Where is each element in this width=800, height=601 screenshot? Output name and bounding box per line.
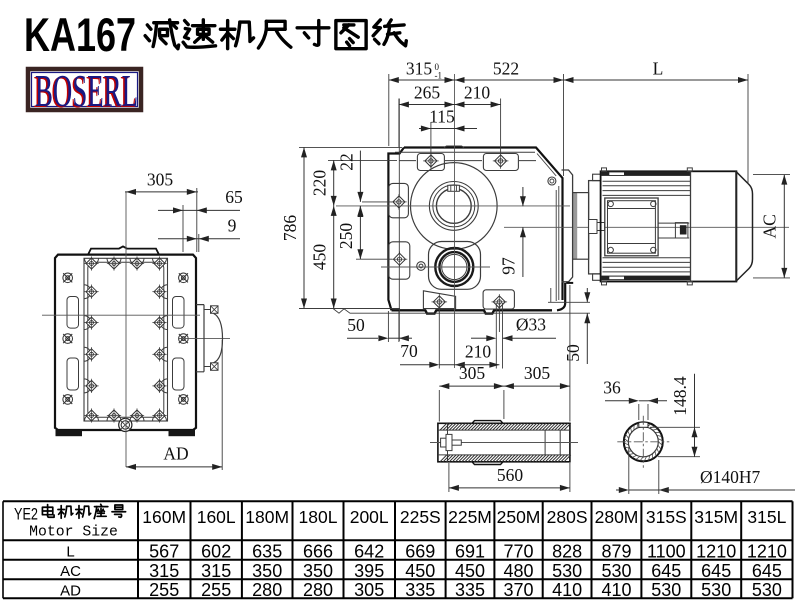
- svg-text:645: 645: [752, 561, 782, 581]
- svg-text:567: 567: [149, 541, 179, 561]
- svg-text:315: 315: [149, 561, 179, 581]
- svg-text:255: 255: [201, 580, 231, 600]
- svg-text:450: 450: [405, 561, 435, 581]
- svg-text:250M: 250M: [497, 507, 541, 527]
- svg-text:530: 530: [701, 580, 731, 600]
- svg-text:350: 350: [303, 561, 333, 581]
- svg-text:225S: 225S: [400, 507, 441, 527]
- svg-text:148.4: 148.4: [670, 376, 690, 416]
- svg-text:Ø33: Ø33: [516, 315, 546, 335]
- svg-text:BOSERL: BOSERL: [34, 66, 137, 117]
- svg-text:530: 530: [752, 580, 782, 600]
- svg-text:180M: 180M: [245, 507, 289, 527]
- svg-text:50: 50: [347, 315, 365, 335]
- svg-text:255: 255: [149, 580, 179, 600]
- svg-text:160M: 160M: [142, 507, 186, 527]
- svg-text:530: 530: [651, 580, 681, 600]
- svg-text:1210: 1210: [696, 541, 736, 561]
- svg-text:410: 410: [552, 580, 582, 600]
- svg-text:560: 560: [497, 465, 524, 485]
- svg-text:AC: AC: [60, 563, 81, 580]
- svg-text:AD: AD: [163, 444, 188, 464]
- svg-text:480: 480: [503, 561, 533, 581]
- svg-text:L: L: [653, 59, 664, 79]
- svg-text:200L: 200L: [350, 507, 389, 527]
- svg-text:9: 9: [228, 216, 237, 236]
- svg-text:225M: 225M: [448, 507, 492, 527]
- svg-text:828: 828: [552, 541, 582, 561]
- svg-text:Ø140H7: Ø140H7: [700, 467, 761, 487]
- svg-text:1100: 1100: [647, 541, 686, 561]
- svg-text:Motor Size: Motor Size: [29, 525, 118, 541]
- svg-text:210: 210: [464, 83, 491, 103]
- svg-text:315: 315: [406, 59, 433, 79]
- svg-text:315: 315: [201, 561, 231, 581]
- svg-text:305: 305: [459, 363, 486, 383]
- svg-text:50: 50: [563, 344, 583, 362]
- svg-text:395: 395: [354, 561, 384, 581]
- svg-text:22: 22: [337, 153, 357, 171]
- svg-text:786: 786: [280, 215, 300, 242]
- svg-text:280: 280: [303, 580, 333, 600]
- svg-text:265: 265: [414, 83, 441, 103]
- svg-text:65: 65: [225, 187, 243, 207]
- svg-text:450: 450: [310, 244, 330, 271]
- svg-text:280M: 280M: [595, 507, 639, 527]
- svg-text:350: 350: [252, 561, 282, 581]
- svg-text:97: 97: [499, 257, 519, 275]
- svg-text:210: 210: [465, 342, 492, 362]
- svg-text:115: 115: [429, 107, 455, 127]
- svg-text:602: 602: [201, 541, 231, 561]
- svg-text:522: 522: [493, 59, 519, 79]
- svg-text:YE2: YE2: [14, 505, 38, 524]
- svg-text:280: 280: [252, 580, 282, 600]
- svg-text:305: 305: [147, 170, 174, 190]
- svg-text:-1: -1: [435, 71, 443, 81]
- svg-text:180L: 180L: [299, 507, 338, 527]
- svg-text:635: 635: [252, 541, 282, 561]
- svg-text:250: 250: [336, 223, 356, 250]
- svg-text:315S: 315S: [646, 507, 687, 527]
- svg-text:691: 691: [455, 541, 485, 561]
- svg-text:450: 450: [455, 561, 485, 581]
- svg-text:645: 645: [701, 561, 731, 581]
- svg-text:AD: AD: [60, 582, 81, 599]
- svg-text:BOSERL: BOSERL: [35, 65, 138, 116]
- svg-text:160L: 160L: [197, 507, 236, 527]
- svg-text:370: 370: [503, 580, 533, 600]
- svg-text:36: 36: [603, 378, 621, 398]
- svg-text:L: L: [66, 544, 74, 561]
- svg-text:1210: 1210: [747, 541, 787, 561]
- svg-text:0: 0: [435, 62, 440, 72]
- svg-text:315L: 315L: [747, 507, 786, 527]
- svg-text:KA167: KA167: [24, 9, 136, 62]
- svg-text:280S: 280S: [547, 507, 588, 527]
- svg-text:AC: AC: [760, 214, 780, 238]
- svg-text:669: 669: [405, 541, 435, 561]
- svg-text:305: 305: [524, 363, 551, 383]
- svg-text:335: 335: [405, 580, 435, 600]
- svg-text:530: 530: [552, 561, 582, 581]
- svg-text:770: 770: [503, 541, 533, 561]
- svg-text:70: 70: [400, 341, 418, 361]
- svg-text:410: 410: [601, 580, 631, 600]
- svg-text:645: 645: [651, 561, 681, 581]
- svg-text:642: 642: [354, 541, 384, 561]
- svg-text:305: 305: [354, 580, 384, 600]
- svg-text:879: 879: [601, 541, 631, 561]
- svg-text:530: 530: [601, 561, 631, 581]
- svg-text:315M: 315M: [694, 507, 738, 527]
- svg-text:335: 335: [455, 580, 485, 600]
- svg-text:220: 220: [310, 170, 330, 197]
- svg-text:666: 666: [303, 541, 333, 561]
